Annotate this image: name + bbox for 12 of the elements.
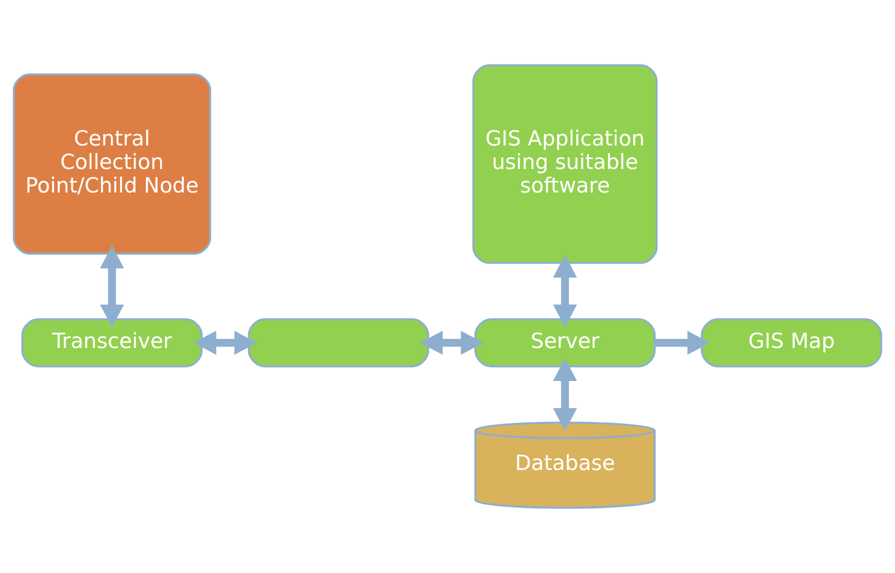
arrow [654,330,710,355]
arrow [553,254,577,328]
node-box [248,318,430,368]
arrow [193,330,258,355]
arrow [100,246,124,328]
arrow [420,330,484,355]
node-box: Central Collection Point/Child Node [12,73,212,255]
node-box: GIS Application using suitable software [472,64,658,264]
arrow [553,358,577,431]
node-box: Server [474,318,656,368]
node-box: GIS Map [700,318,882,368]
node-box: Transceiver [21,318,203,368]
